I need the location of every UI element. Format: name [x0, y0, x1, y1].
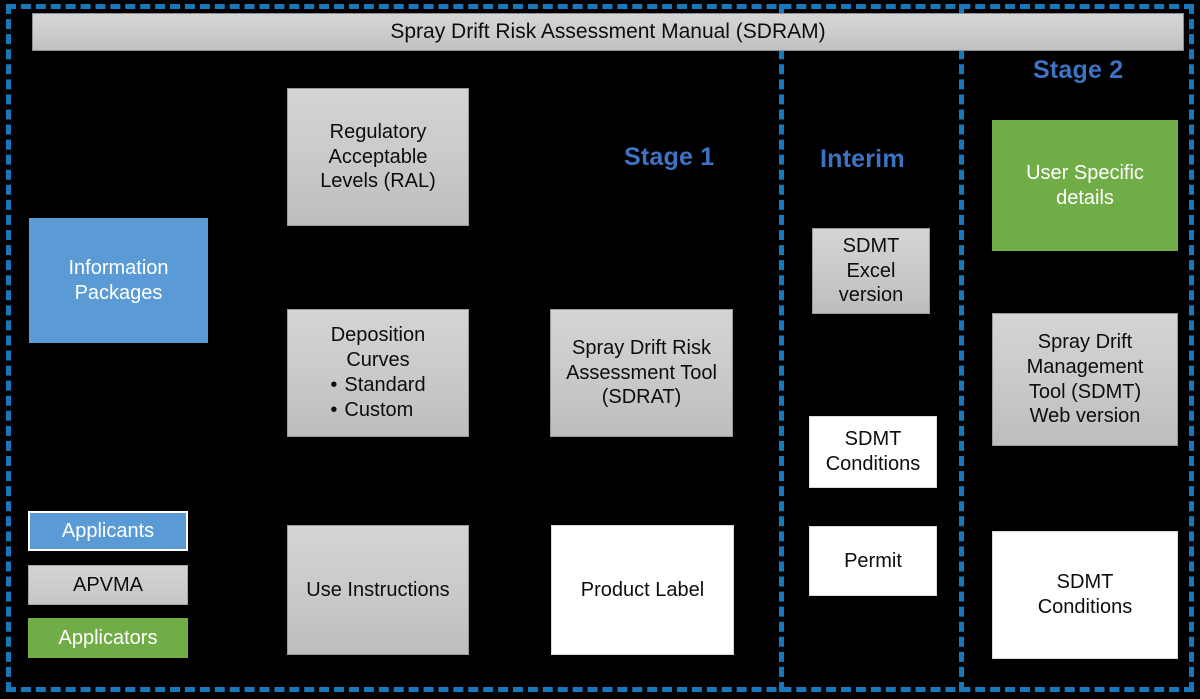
ral-line-1: Regulatory [329, 120, 427, 143]
box-deposition-curves[interactable]: Deposition Curves Standard Custom [287, 309, 469, 437]
box-sdrat[interactable]: Spray Drift Risk Assessment Tool (SDRAT) [550, 309, 733, 437]
box-permit-text: Permit [844, 549, 902, 572]
divider-interim-stage2 [959, 4, 964, 692]
stage-label-interim: Interim [820, 145, 905, 173]
box-product-label[interactable]: Product Label [551, 525, 734, 655]
box-information-packages-text: Information Packages [68, 256, 169, 304]
box-user-specific-details[interactable]: User Specific details [992, 120, 1178, 251]
box-permit[interactable]: Permit [809, 526, 937, 596]
sdmt-excel-line-2: Excel [846, 259, 896, 282]
box-regulatory-acceptable-levels[interactable]: Regulatory Acceptable Levels (RAL) [287, 88, 469, 226]
ral-line-2: Acceptable [328, 145, 428, 168]
deposition-curves-heading-2: Curves [346, 349, 410, 372]
user-specific-line-2: details [1056, 186, 1114, 209]
box-sdmt-web-version[interactable]: Spray Drift Management Tool (SDMT) Web v… [992, 313, 1178, 446]
box-sdmt-conditions-interim[interactable]: SDMT Conditions [809, 416, 937, 488]
box-use-instructions[interactable]: Use Instructions [287, 525, 469, 655]
legend-item-applicants-label: Applicants [61, 519, 155, 542]
box-sdmt-conditions-stage2[interactable]: SDMT Conditions [992, 531, 1178, 659]
divider-stage1-interim [779, 4, 784, 692]
sdrat-line-2: Assessment Tool [566, 361, 717, 384]
sdrat-line-3: (SDRAT) [601, 386, 682, 409]
user-specific-line-1: User Specific [1026, 161, 1144, 184]
stage-label-stage-2: Stage 2 [1033, 56, 1124, 84]
sdmt-excel-line-1: SDMT [842, 234, 900, 257]
legend-item-applicants[interactable]: Applicants [28, 511, 188, 551]
deposition-curves-bullet-list: Standard Custom [330, 373, 425, 423]
box-product-label-text: Product Label [580, 578, 705, 601]
box-sdmt-excel-version[interactable]: SDMT Excel version [812, 228, 930, 314]
legend-item-applicators[interactable]: Applicators [28, 618, 188, 658]
sdmt-conditions-stage2-line-1: SDMT [1056, 571, 1114, 594]
deposition-curves-heading-1: Deposition [330, 324, 426, 347]
legend-item-apvma-label: APVMA [72, 573, 144, 596]
sdmt-web-line-2: Management [1026, 355, 1144, 378]
legend-item-apvma[interactable]: APVMA [28, 565, 188, 605]
ral-line-3: Levels (RAL) [320, 170, 436, 193]
sdmt-web-line-4: Web version [1029, 405, 1141, 428]
stage-label-stage-1: Stage 1 [624, 143, 715, 171]
sdmt-conditions-interim-line-2: Conditions [825, 453, 921, 475]
sdmt-excel-line-3: version [838, 284, 904, 307]
deposition-curves-bullet-2: Custom [330, 398, 425, 423]
sdmt-conditions-interim-line-1: SDMT [844, 428, 902, 451]
sdmt-web-line-3: Tool (SDMT) [1028, 380, 1142, 403]
legend-item-applicators-label: Applicators [58, 626, 158, 649]
sdmt-web-line-1: Spray Drift [1037, 330, 1133, 353]
box-use-instructions-text: Use Instructions [306, 578, 450, 601]
deposition-curves-bullet-1: Standard [330, 373, 425, 398]
box-information-packages[interactable]: Information Packages [29, 218, 208, 343]
title-banner-text: Spray Drift Risk Assessment Manual (SDRA… [390, 20, 826, 43]
title-banner: Spray Drift Risk Assessment Manual (SDRA… [32, 13, 1184, 51]
sdmt-conditions-stage2-line-2: Conditions [1037, 596, 1133, 618]
sdrat-line-1: Spray Drift Risk [572, 336, 711, 359]
